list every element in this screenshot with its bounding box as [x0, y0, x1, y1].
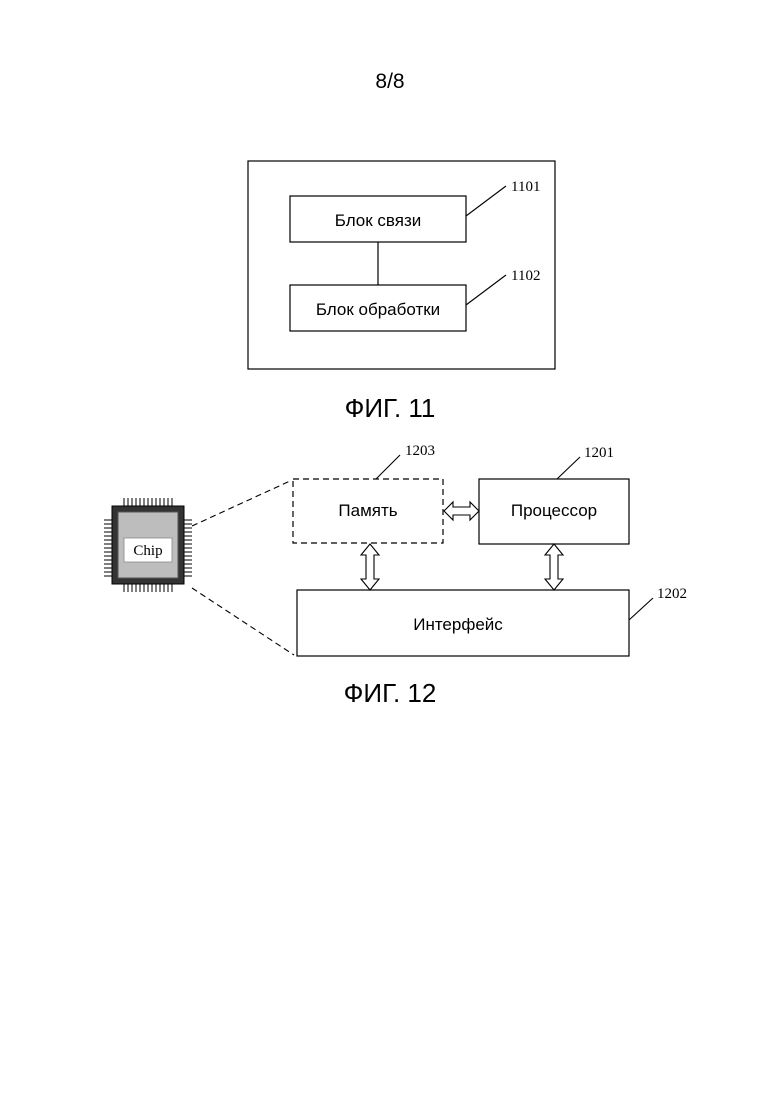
fig11-caption: ФИГ. 11	[290, 393, 490, 424]
fig11-outer-frame	[248, 161, 555, 369]
fig12-ref-1201: 1201	[584, 445, 614, 461]
fig12-ref-1203-leader	[376, 455, 400, 479]
fig11-ref-1101-leader	[466, 186, 506, 216]
fig12-interface-label: Интерфейс	[413, 615, 503, 634]
fig11-proc-label: Блок обработки	[316, 300, 440, 319]
fig12-ref-1202: 1202	[657, 586, 687, 602]
memory-interface-arrow	[361, 544, 379, 590]
fig12-ref-1202-leader	[629, 598, 653, 620]
chip-label: Chip	[133, 543, 162, 559]
fig12-ref-1203: 1203	[405, 443, 435, 459]
fig11-comm-label: Блок связи	[335, 211, 422, 230]
fig12-ref-1201-leader	[557, 457, 580, 479]
zoom-line-bottom	[192, 588, 294, 655]
processor-interface-arrow	[545, 544, 563, 590]
fig11-ref-1102-leader	[466, 275, 506, 305]
fig11-ref-1102: 1102	[511, 268, 540, 284]
fig12-caption: ФИГ. 12	[290, 678, 490, 709]
memory-processor-arrow	[444, 502, 479, 520]
fig11-ref-1101: 1101	[511, 179, 540, 195]
fig12-processor-label: Процессор	[511, 501, 597, 520]
fig12-memory-label: Память	[338, 501, 397, 520]
zoom-line-top	[192, 481, 290, 526]
chip-icon: Chip	[104, 498, 192, 592]
